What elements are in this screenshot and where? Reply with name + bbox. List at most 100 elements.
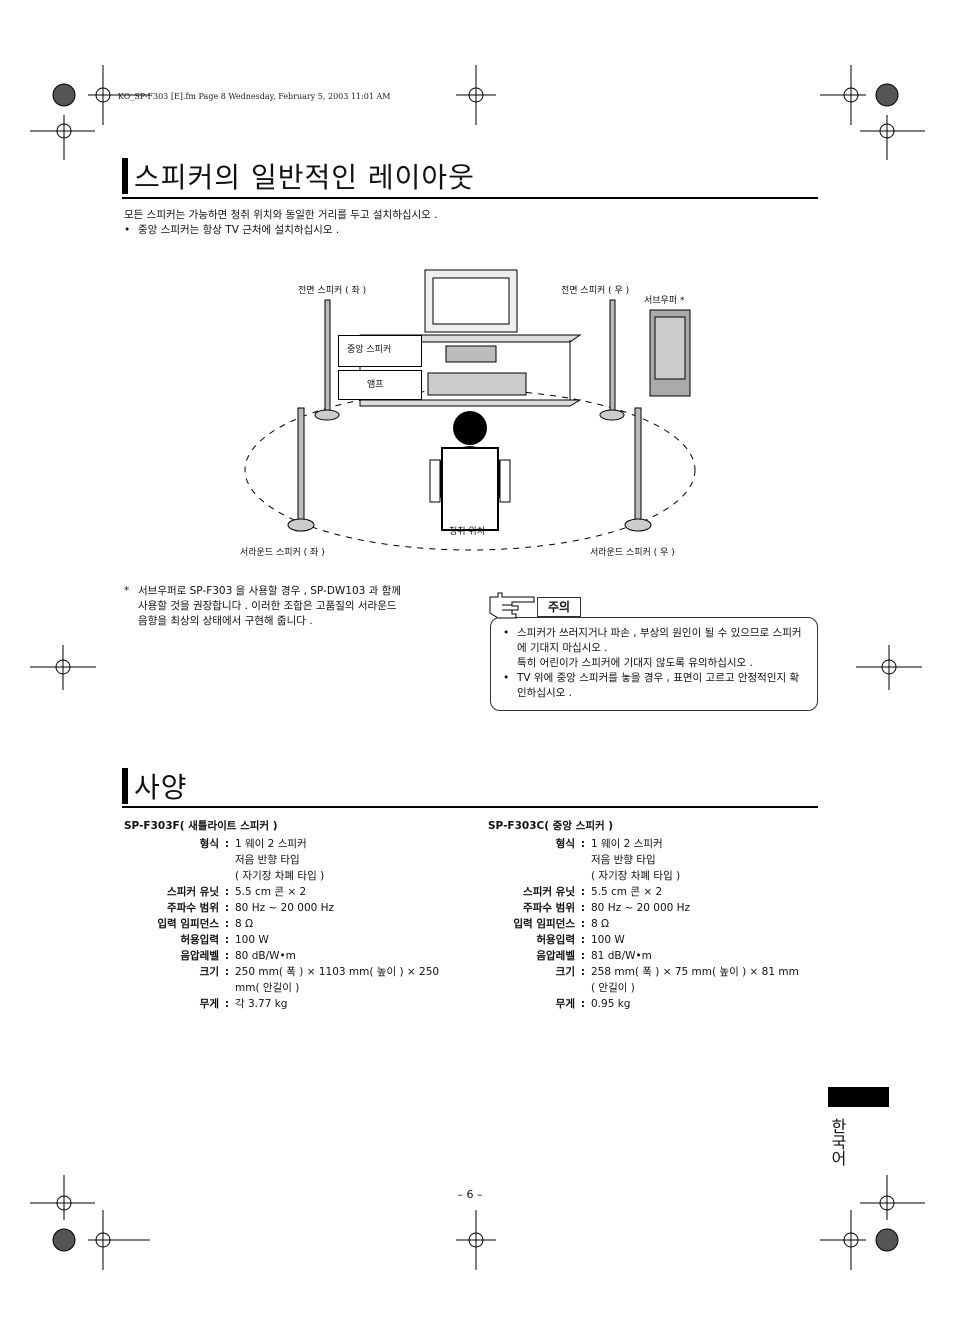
spec-colon: :	[580, 918, 586, 930]
spec-heading: SP-F303F( 새틀라이트 스피커 )	[124, 820, 278, 832]
front-left-speaker-icon	[324, 299, 331, 416]
spec-value: 저음 반향 타입	[235, 854, 300, 866]
front-right-speaker-icon	[609, 299, 616, 416]
spec-colon	[575, 868, 591, 884]
label-listening: 청취 위치	[449, 527, 485, 537]
spec-row: 음압레벨:81 dB/W•m	[488, 948, 828, 964]
spec-colon: :	[580, 966, 586, 978]
spec-value: 1 웨이 2 스피커	[591, 838, 663, 850]
spec-value: 5.5 cm 콘 × 2	[591, 886, 663, 898]
title-bar	[122, 768, 128, 804]
footnote-text: 서브우퍼로 SP-F303 을 사용할 경우 , SP-DW103 과 함께 사…	[138, 584, 468, 629]
spec-row: 크기:250 mm( 폭 ) × 1103 mm( 높이 ) × 250	[124, 964, 464, 980]
spec-value: 저음 반향 타입	[591, 854, 656, 866]
spec-row: 입력 임피던스:8 Ω	[124, 916, 464, 932]
spec-colon: :	[580, 838, 586, 850]
spec-row: 음압레벨:80 dB/W•m	[124, 948, 464, 964]
spec-section-title: 사양	[134, 771, 188, 804]
title-bar	[122, 158, 128, 194]
title-rule	[122, 806, 818, 808]
spec-value: ( 안길이 )	[591, 982, 635, 994]
label-front-right: 전면 스피커 ( 우 )	[561, 286, 630, 296]
title-rule	[122, 197, 818, 199]
label-front-left: 전면 스피커 ( 좌 )	[298, 286, 367, 296]
spec-value: 100 W	[591, 934, 625, 946]
listening-chair-icon	[441, 447, 499, 531]
spec-value: 250 mm( 폭 ) × 1103 mm( 높이 ) × 250	[235, 966, 440, 978]
footnote-line: 음향을 최상의 상태에서 구현해 줍니다 .	[138, 615, 313, 627]
spec-row: 형식:1 웨이 2 스피커	[124, 836, 464, 852]
spec-value: ( 자기장 차폐 타입 )	[591, 870, 681, 882]
spec-row: 허용입력:100 W	[124, 932, 464, 948]
spec-colon: :	[580, 950, 586, 962]
spec-row: ( 자기장 차폐 타입 )	[488, 868, 828, 884]
spec-label	[124, 852, 219, 868]
pointing-hand-icon	[489, 592, 535, 619]
page-number: – 6 –	[457, 1188, 483, 1201]
caution-item: 스피커가 쓰러지거나 파손 , 부상의 원인이 될 수 있으므로 스피커에 기대…	[503, 626, 803, 656]
spec-label: 음압레벨	[180, 950, 219, 962]
spec-label	[488, 852, 575, 868]
spec-value: 각 3.77 kg	[235, 998, 288, 1010]
spec-value: mm( 안길이 )	[235, 982, 300, 994]
caution-content: 스피커가 쓰러지거나 파손 , 부상의 원인이 될 수 있으므로 스피커에 기대…	[503, 626, 803, 701]
bullet-item: 중앙 스피커는 항상 TV 근처에 설치하십시오 .	[124, 223, 814, 238]
spec-label: 스피커 유닛	[523, 886, 575, 898]
language-tab	[828, 1087, 889, 1107]
spec-label: 음압레벨	[536, 950, 575, 962]
spec-label: 스피커 유닛	[167, 886, 219, 898]
spec-label: 형식	[199, 838, 219, 850]
footnote-mark: *	[124, 585, 130, 597]
spec-colon	[575, 980, 591, 996]
layout-section-title: 스피커의 일반적인 레이아웃	[134, 161, 475, 194]
spec-colon	[219, 868, 235, 884]
spec-row: 저음 반향 타입	[124, 852, 464, 868]
label-amp: 앰프	[338, 370, 422, 400]
footnote-line: 사용할 것을 권장합니다 . 이러한 조합은 고품질의 서라운드	[138, 600, 397, 612]
spec-value: ( 자기장 차폐 타입 )	[235, 870, 325, 882]
spec-colon	[219, 852, 235, 868]
spec-label	[124, 980, 219, 996]
spec-value: 8 Ω	[591, 918, 610, 930]
surround-right-speaker-icon	[634, 407, 642, 524]
spec-value: 1 웨이 2 스피커	[235, 838, 307, 850]
spec-row: 형식:1 웨이 2 스피커	[488, 836, 828, 852]
spec-value: 80 dB/W•m	[235, 950, 296, 962]
spec-label	[124, 868, 219, 884]
spec-label: 무게	[199, 998, 219, 1010]
spec-colon: :	[224, 998, 230, 1010]
spec-value: 80 Hz ~ 20 000 Hz	[591, 902, 691, 914]
spec-row: 스피커 유닛:5.5 cm 콘 × 2	[488, 884, 828, 900]
layout-intro: 모든 스피커는 가능하면 청취 위치와 동일한 거리를 두고 설치하십시오 . …	[124, 208, 814, 238]
file-info-header: KO_SP-F303 [E].fm Page 8 Wednesday, Febr…	[118, 92, 391, 101]
layout-bullets: 중앙 스피커는 항상 TV 근처에 설치하십시오 .	[124, 223, 814, 238]
spec-row: 크기:258 mm( 폭 ) × 75 mm( 높이 ) × 81 mm	[488, 964, 828, 980]
spec-label: 입력 임피던스	[513, 918, 575, 930]
spec-colon	[575, 852, 591, 868]
spec-colon: :	[224, 838, 230, 850]
spec-label: 입력 임피던스	[157, 918, 219, 930]
label-center: 중앙 스피커	[338, 335, 422, 367]
spec-label: 크기	[199, 966, 219, 978]
label-subwoofer: 서브우퍼 *	[644, 296, 685, 306]
caution-item: 특히 어린이가 스피커에 기대지 않도록 유의하십시오 .	[517, 657, 753, 669]
label-surround-left: 서라운드 스피커 ( 좌 )	[240, 548, 325, 558]
spec-row: 무게:0.95 kg	[488, 996, 828, 1012]
spec-value: 81 dB/W•m	[591, 950, 652, 962]
spec-row: 주파수 범위:80 Hz ~ 20 000 Hz	[488, 900, 828, 916]
spec-row: 무게: 각 3.77 kg	[124, 996, 464, 1012]
spec-colon: :	[224, 918, 230, 930]
language-label: 한국어	[828, 1118, 847, 1166]
spec-colon: :	[224, 966, 230, 978]
amp-icon	[427, 372, 527, 396]
spec-colon: :	[580, 998, 586, 1010]
spec-label: 무게	[555, 998, 575, 1010]
spec-colon: :	[580, 902, 586, 914]
caution-box	[490, 617, 818, 711]
spec-row: ( 안길이 )	[488, 980, 828, 996]
label-surround-right: 서라운드 스피커 ( 우 )	[590, 548, 675, 558]
spec-colon: :	[224, 886, 230, 898]
spec-row: mm( 안길이 )	[124, 980, 464, 996]
surround-left-speaker-icon	[297, 407, 305, 524]
